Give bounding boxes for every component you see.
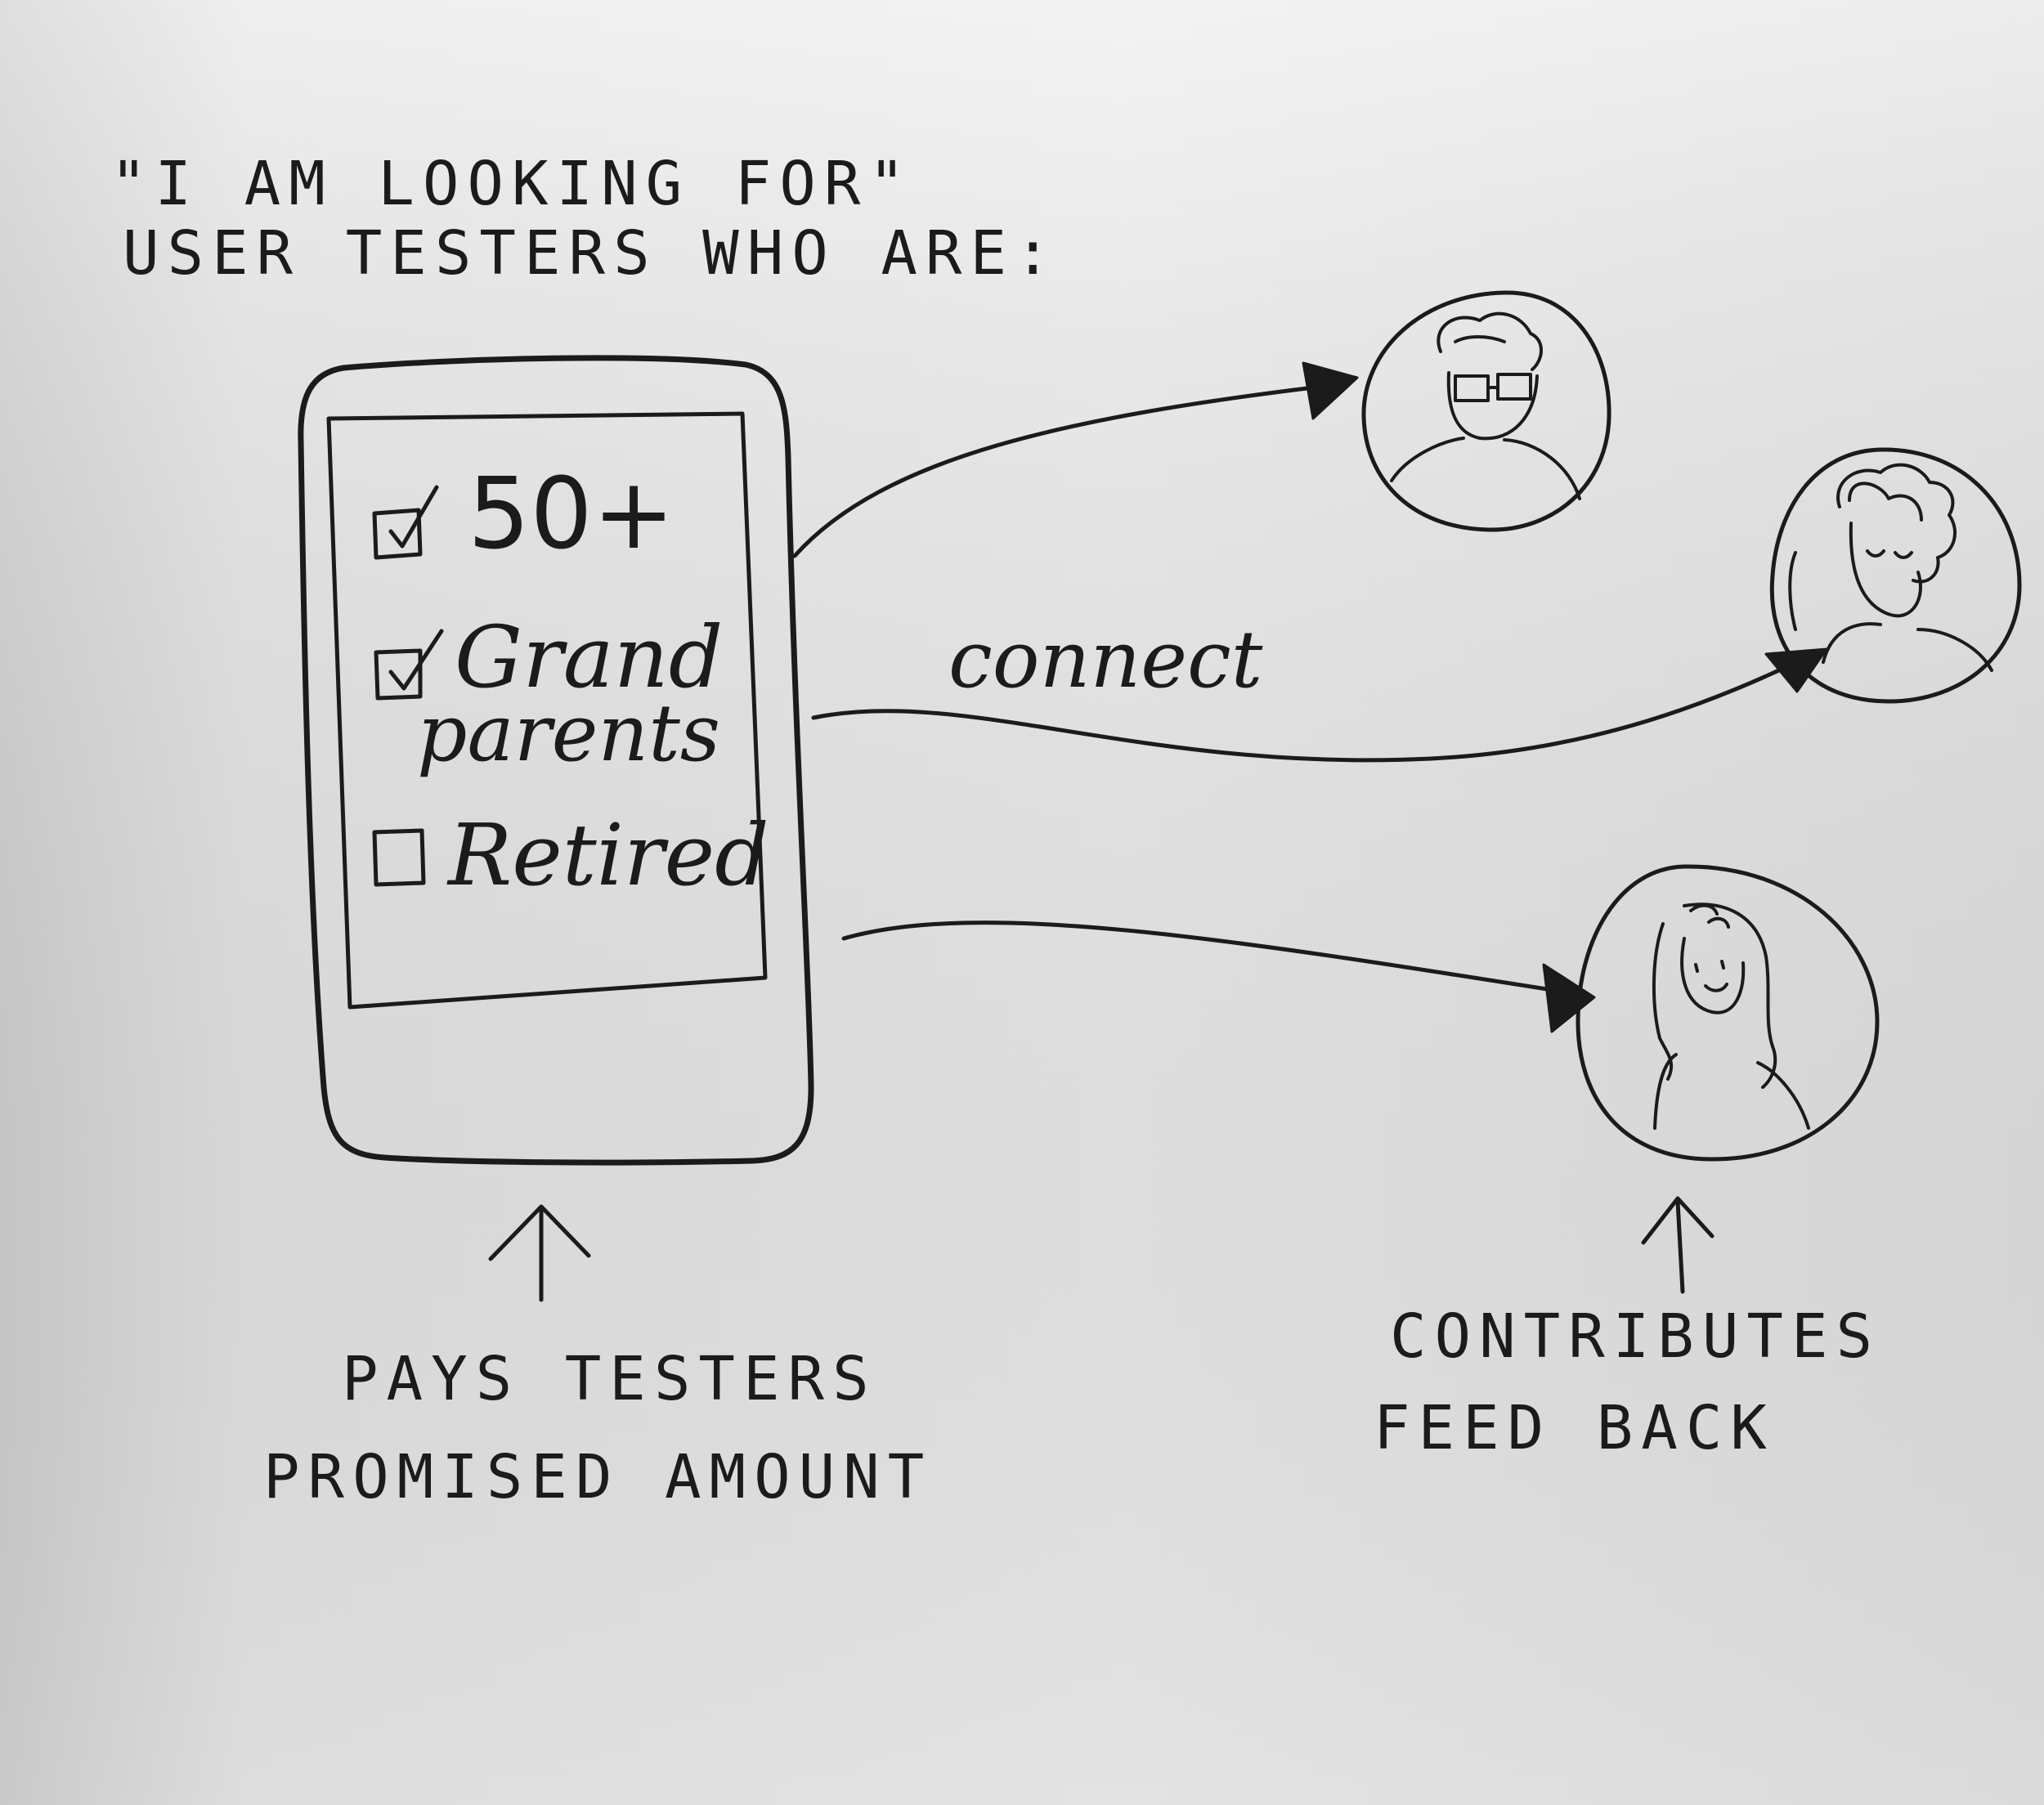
avatar-circle bbox=[1769, 447, 2022, 704]
checklist-item-label: 50+ bbox=[468, 458, 675, 571]
arrowhead-icon bbox=[1542, 963, 1596, 1033]
checklist-item-label-line-2: parents bbox=[417, 688, 720, 779]
person-long-hair-icon bbox=[1652, 902, 1810, 1130]
person-glasses-icon bbox=[1390, 311, 1581, 500]
checkbox-checked[interactable] bbox=[374, 648, 423, 701]
header-line-1: "I AM LOOKING FOR" bbox=[110, 149, 913, 219]
up-arrow-icon bbox=[488, 1204, 591, 1302]
caption-contributes-line-1: CONTRIBUTES bbox=[1390, 1301, 1880, 1372]
avatar-circle bbox=[1361, 290, 1611, 532]
arrowhead-icon bbox=[1302, 361, 1359, 420]
checklist-item-grandparents[interactable]: Grand parents bbox=[374, 607, 723, 779]
header: "I AM LOOKING FOR" USER TESTERS WHO ARE: bbox=[110, 149, 1060, 289]
arrowhead-icon bbox=[1764, 647, 1828, 693]
checkbox-unchecked[interactable] bbox=[372, 828, 426, 887]
person-curly-hair-icon bbox=[1788, 463, 1993, 672]
tester-glasses bbox=[1361, 290, 1611, 532]
arrow-to-tester-2 bbox=[811, 650, 1819, 763]
header-line-2: USER TESTERS WHO ARE: bbox=[123, 218, 1060, 289]
phone-outline bbox=[298, 355, 814, 1166]
checklist-item-label: Retired bbox=[446, 805, 769, 905]
tester-curly-hair bbox=[1769, 447, 2022, 704]
caption-contributes-line-2: FEED BACK bbox=[1374, 1393, 1775, 1463]
phone-sketch: 50+ Grand parents Retired bbox=[298, 355, 814, 1166]
checklist-item-retired[interactable]: Retired bbox=[372, 805, 769, 905]
checklist-item-50-plus[interactable]: 50+ bbox=[372, 458, 675, 571]
connection-arrows: connect bbox=[792, 361, 1828, 1033]
avatar-circle bbox=[1576, 864, 1880, 1162]
caption-pays-line-1: PAYS TESTERS bbox=[342, 1344, 877, 1414]
caption-pays-line-2: PROMISED AMOUNT bbox=[263, 1442, 932, 1512]
tester-long-hair bbox=[1576, 864, 1880, 1162]
checkmark-icon bbox=[388, 485, 439, 549]
checklist: 50+ Grand parents Retired bbox=[372, 458, 769, 905]
up-arrow-icon bbox=[1641, 1196, 1715, 1294]
connect-label: connect bbox=[948, 614, 1263, 705]
checkbox-checked[interactable] bbox=[372, 508, 423, 560]
arrow-to-tester-1 bbox=[792, 382, 1343, 558]
caption-pointers bbox=[488, 1196, 1715, 1302]
captions: PAYS TESTERS PROMISED AMOUNT CONTRIBUTES… bbox=[263, 1301, 1880, 1512]
phone-screen bbox=[326, 411, 768, 1010]
checklist-item-label: Grand bbox=[455, 607, 723, 707]
arrow-to-tester-3 bbox=[841, 920, 1580, 997]
checkmark-icon bbox=[388, 629, 444, 691]
